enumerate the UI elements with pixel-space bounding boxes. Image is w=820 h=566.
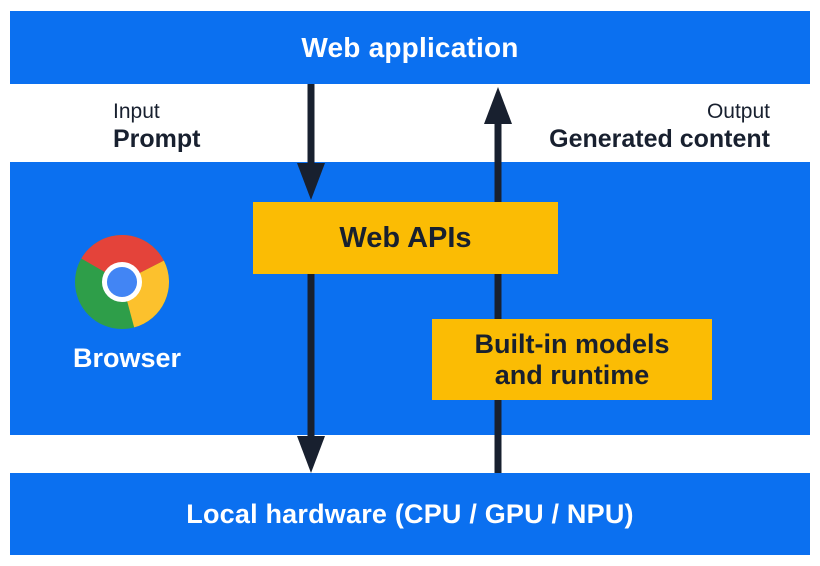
web-application-label: Web application [301,31,519,63]
arrow-head-icon [297,436,325,473]
builtin-models-label-line1: Built-in models [474,328,670,359]
chrome-logo-icon [75,235,169,329]
output-caption: Output [706,100,770,123]
generated-content-label: Generated content [549,125,770,153]
arrow-head-icon [484,87,512,124]
output-label-group: Output Generated content [549,99,770,154]
local-hardware-label: Local hardware (CPU / GPU / NPU) [186,498,634,529]
builtin-models-box: Built-in models and runtime [432,319,712,400]
web-application-bar: Web application [10,11,810,84]
local-hardware-bar: Local hardware (CPU / GPU / NPU) [10,473,810,555]
prompt-label: Prompt [113,125,201,153]
input-label-group: Input Prompt [113,99,201,154]
builtin-models-label-line2: and runtime [494,359,650,390]
browser-label: Browser [72,343,182,373]
arrow-line [307,84,315,166]
web-apis-label: Web APIs [339,221,472,254]
input-caption: Input [113,100,160,123]
web-apis-box: Web APIs [253,202,558,274]
chrome-logo-blue-center [106,266,138,298]
chrome-logo-red-segment [81,235,164,282]
